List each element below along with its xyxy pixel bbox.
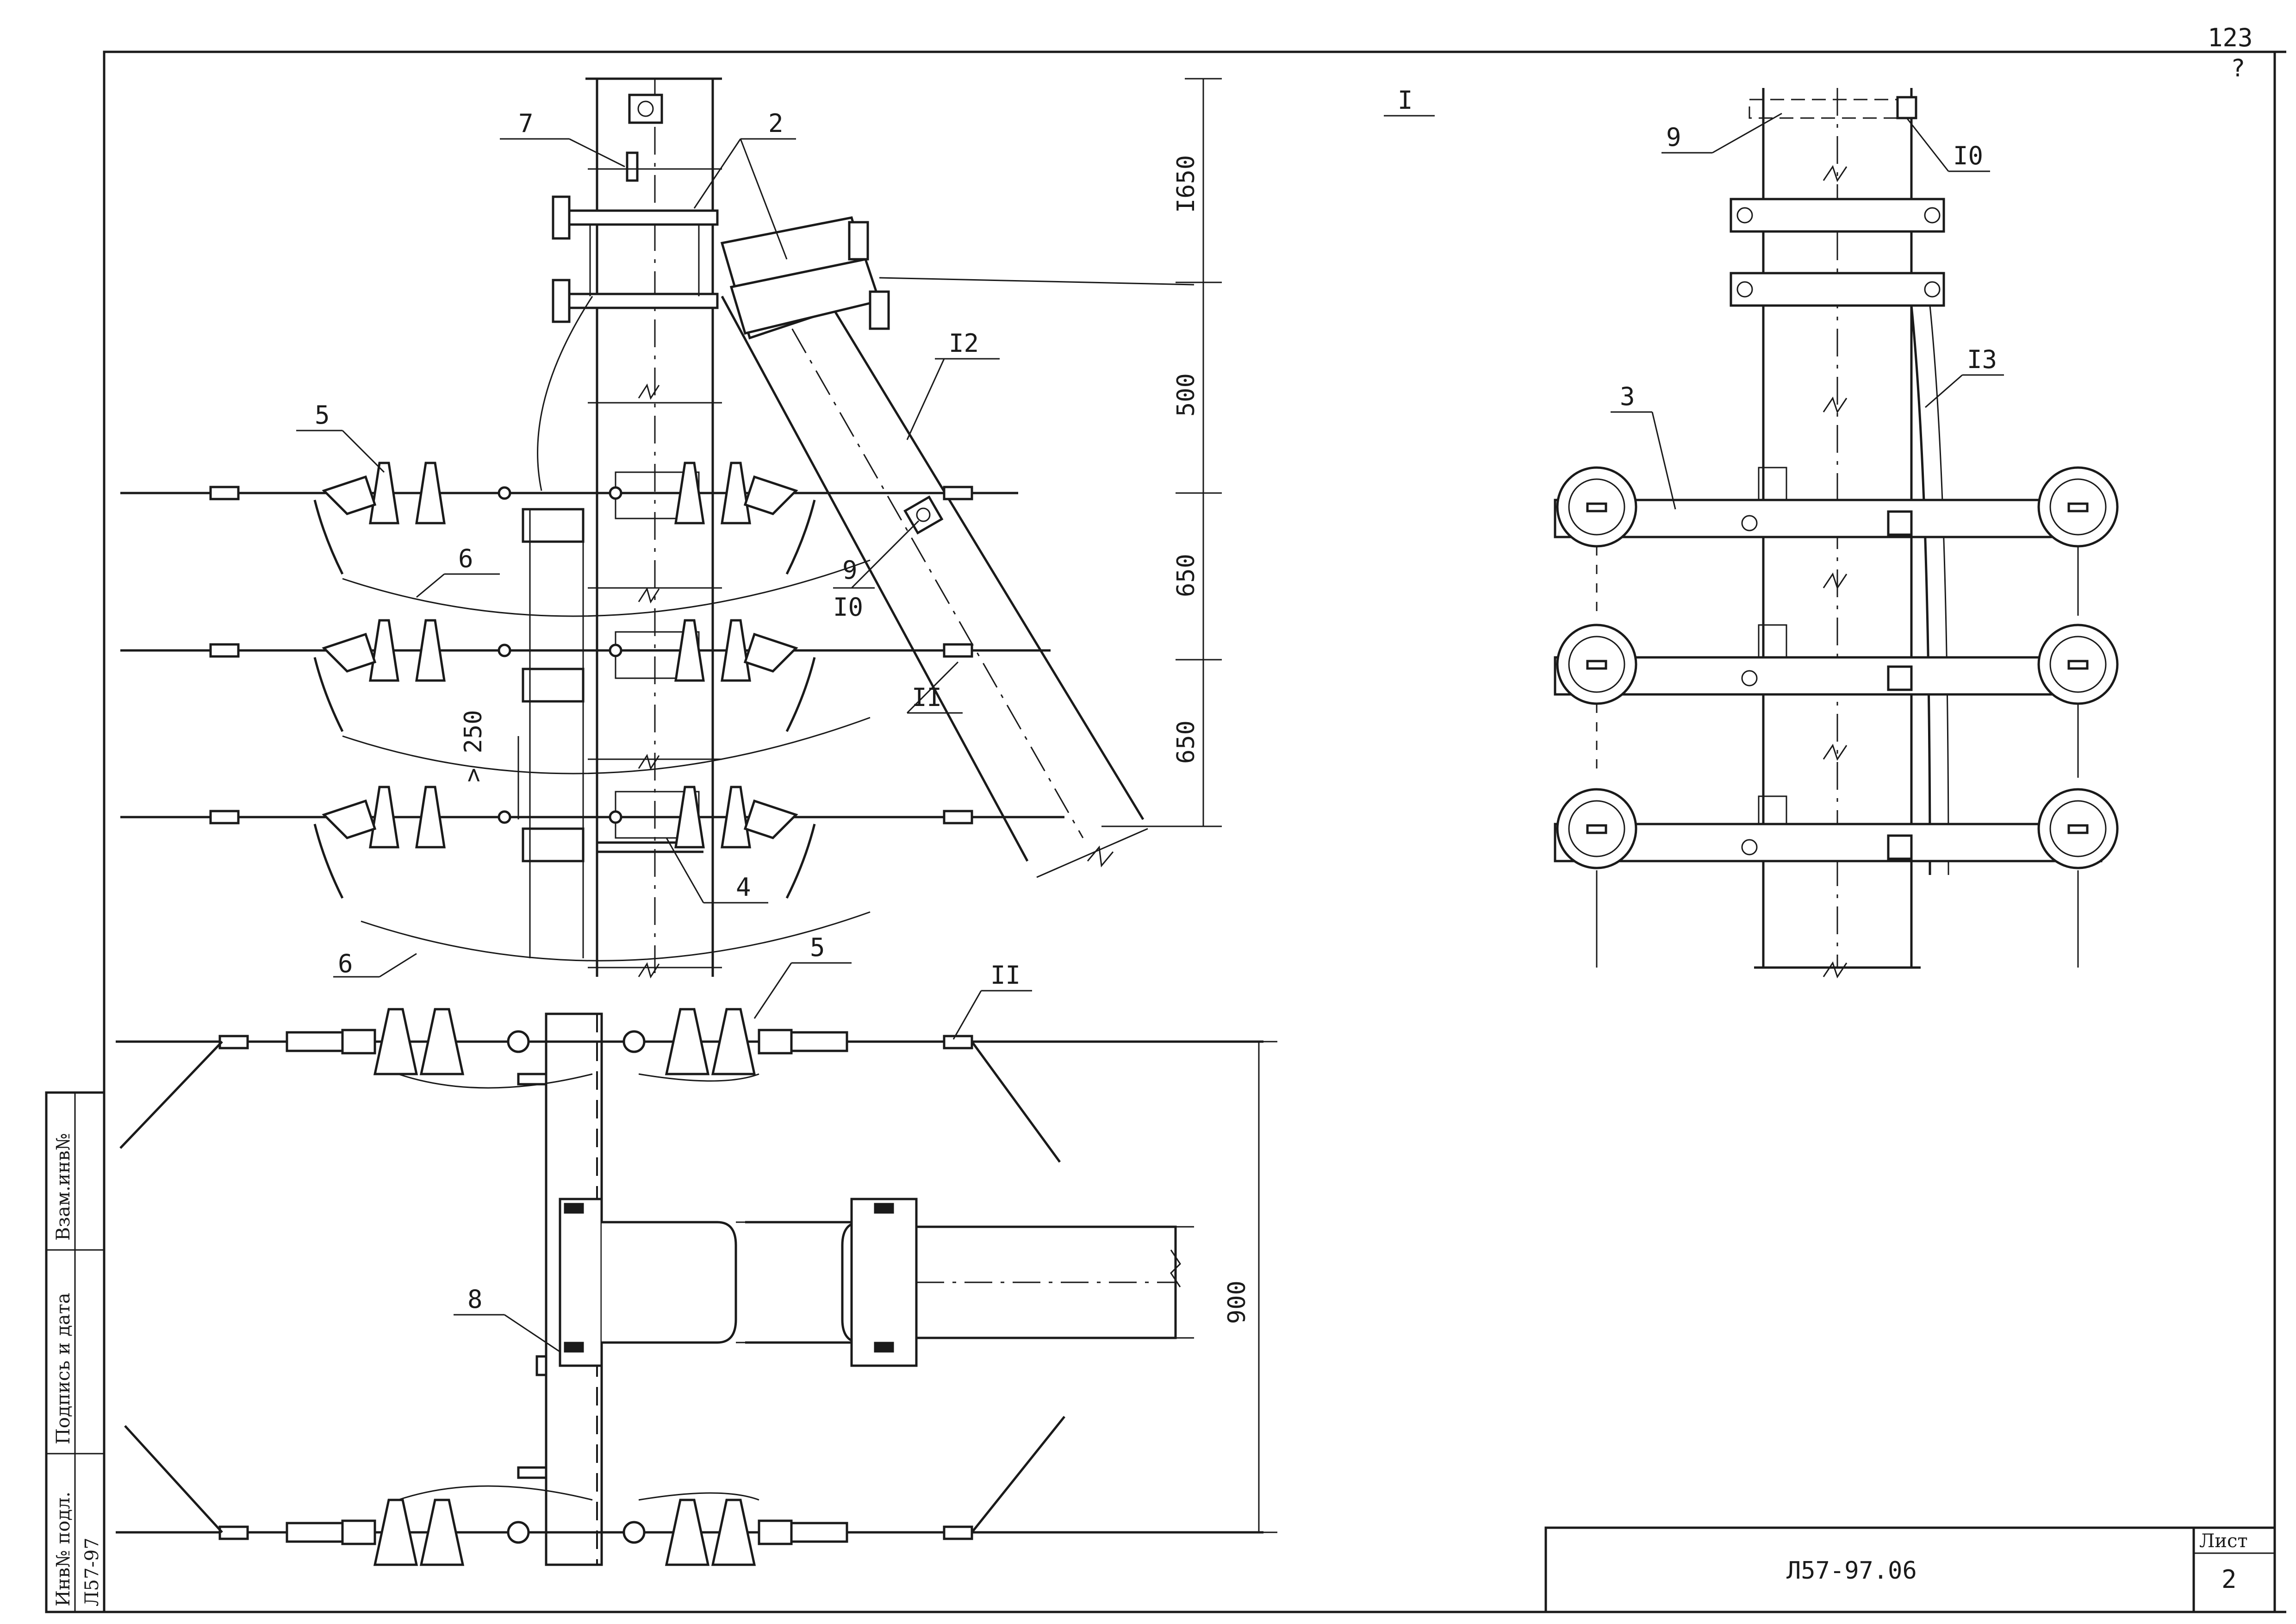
dim-250: > 250 xyxy=(460,710,487,782)
callout-leaders-side xyxy=(1611,112,2004,510)
dim-500: 500 xyxy=(1172,373,1200,417)
dim-1650: I650 xyxy=(1172,155,1200,213)
sheet-number: 123 xyxy=(2208,23,2253,52)
callout-7: 7 xyxy=(518,109,534,138)
callout-3: 3 xyxy=(1620,382,1635,411)
stamp-inv-no: Инв№ подл. xyxy=(53,1492,74,1606)
callout-2: 2 xyxy=(768,109,784,138)
stamp-replaced-inv: Взам.инв№ xyxy=(53,1133,74,1241)
side-crossarm-2 xyxy=(1554,624,2119,778)
sheet-value: 2 xyxy=(2221,1565,2237,1594)
side-stamp: Взам.инв№ Подпись и дата Инв№ подл. Л57-… xyxy=(45,1091,106,1613)
callout-13: I3 xyxy=(1967,345,1997,374)
callout-5-plan: 5 xyxy=(810,933,825,962)
callout-10-side: I0 xyxy=(1953,141,1983,170)
callout-9-side: 9 xyxy=(1666,123,1681,152)
front-elevation xyxy=(120,77,1222,979)
callout-9-front: 9 xyxy=(842,556,858,585)
callout-8: 8 xyxy=(467,1285,483,1314)
callout-leaders-plan xyxy=(454,962,1032,1353)
phase-string-2 xyxy=(120,619,1051,775)
callout-12: I2 xyxy=(949,329,979,358)
side-view xyxy=(1554,88,2119,979)
plan-view xyxy=(116,1008,1277,1566)
side-crossarm-3 xyxy=(1554,788,2119,968)
plan-string-top xyxy=(286,1008,848,1089)
phase-string-3 xyxy=(120,786,1064,962)
view-label-I: I xyxy=(1398,86,1413,115)
callout-leaders-front xyxy=(296,115,1435,978)
sheet-mark: ? xyxy=(2231,55,2245,82)
callout-5-upper: 5 xyxy=(315,400,330,430)
callout-6-lower: 6 xyxy=(338,949,353,978)
dimension-chain xyxy=(517,78,1222,827)
stamp-doc-code: Л57-97 xyxy=(81,1537,103,1606)
crossarm-bracket xyxy=(522,471,703,958)
dim-650-lower: 650 xyxy=(1172,720,1200,764)
callout-6-upper: 6 xyxy=(458,544,473,573)
title-block xyxy=(1544,1526,2276,1613)
callout-11-plan: II xyxy=(990,961,1020,990)
dim-650-upper: 650 xyxy=(1172,554,1200,597)
callout-11-front: II xyxy=(912,683,942,712)
dim-900: 900 xyxy=(1223,1280,1251,1324)
doc-number: Л57-97.06 xyxy=(1786,1557,1917,1585)
callout-4: 4 xyxy=(736,873,751,902)
callout-10-front: I0 xyxy=(833,593,863,622)
stamp-signature-date: Подпись и дата xyxy=(53,1293,74,1444)
sheet-label: Лист xyxy=(2199,1530,2248,1552)
side-crossarm-1 xyxy=(1554,466,2119,616)
plan-string-bottom xyxy=(286,1466,848,1566)
phase-string-1 xyxy=(120,462,1018,617)
